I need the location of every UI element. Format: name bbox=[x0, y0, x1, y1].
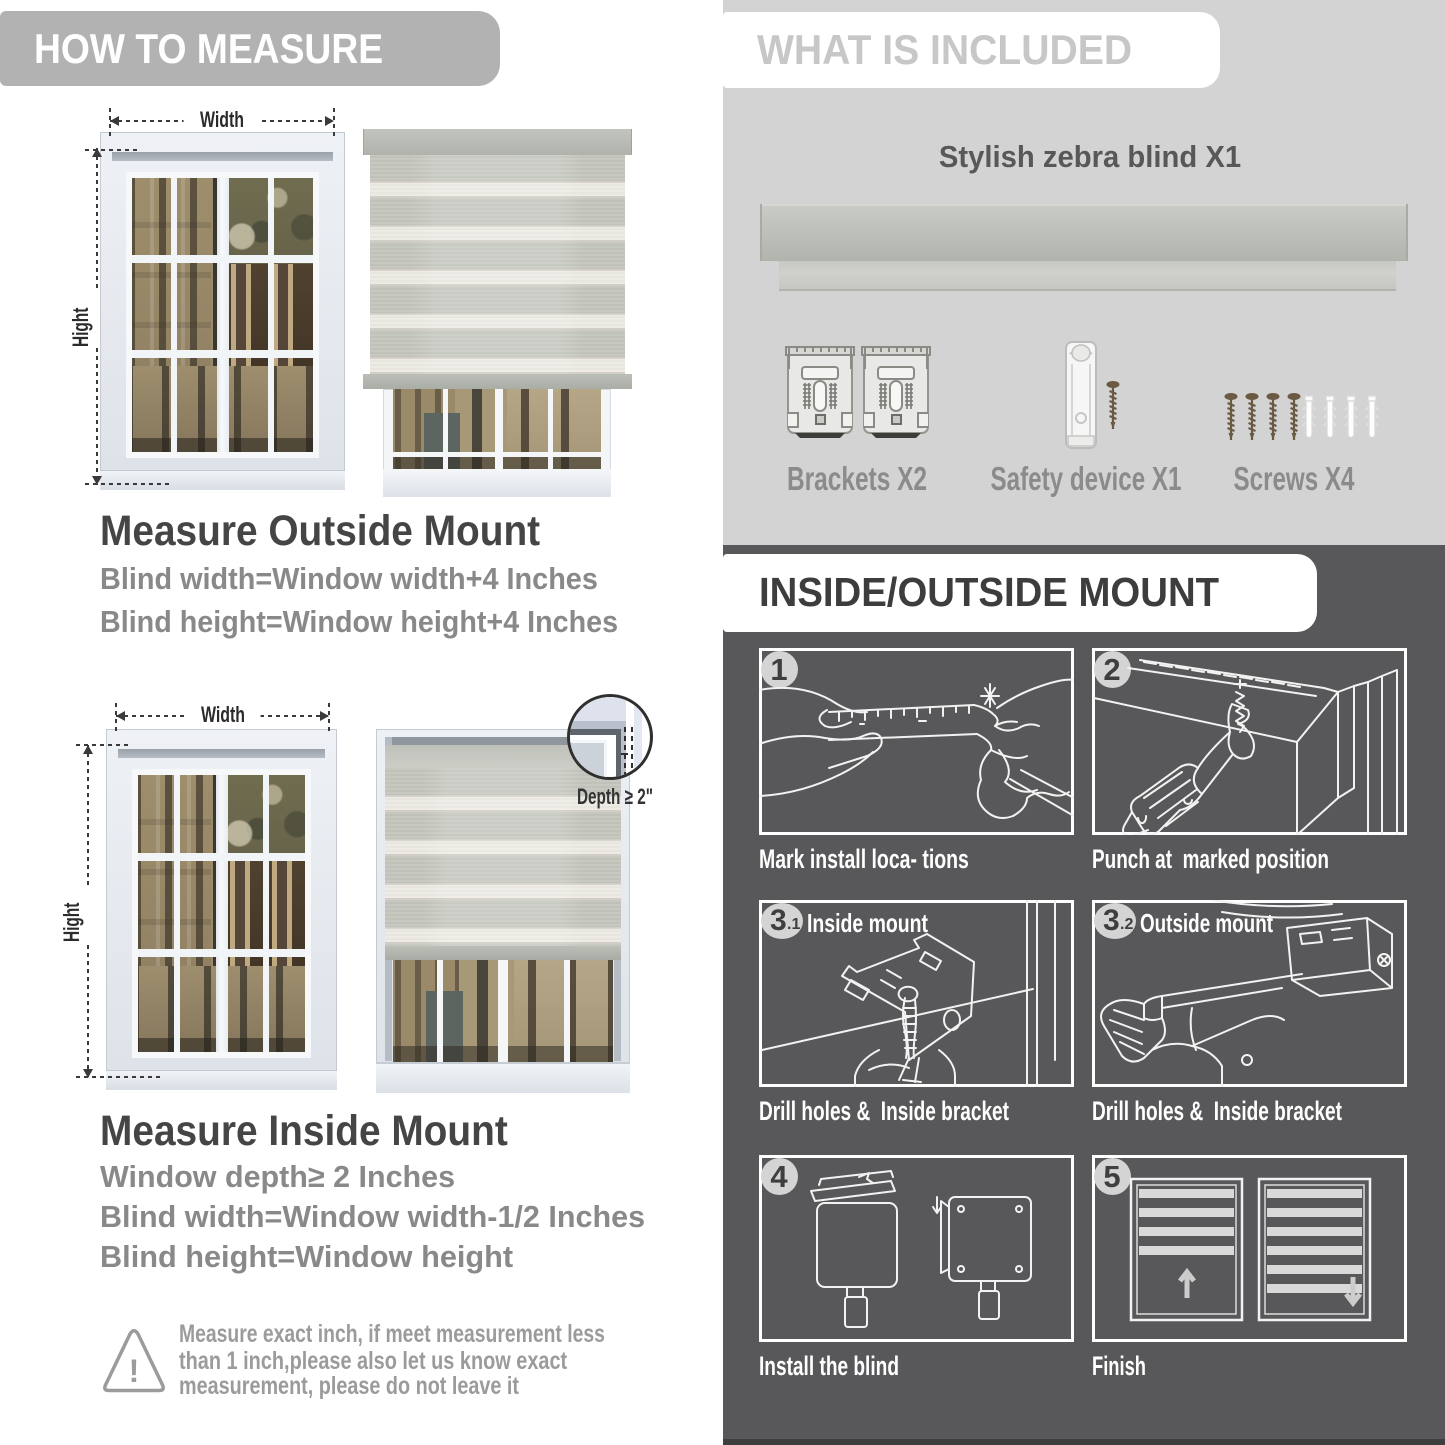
svg-text:!: ! bbox=[129, 1353, 140, 1389]
